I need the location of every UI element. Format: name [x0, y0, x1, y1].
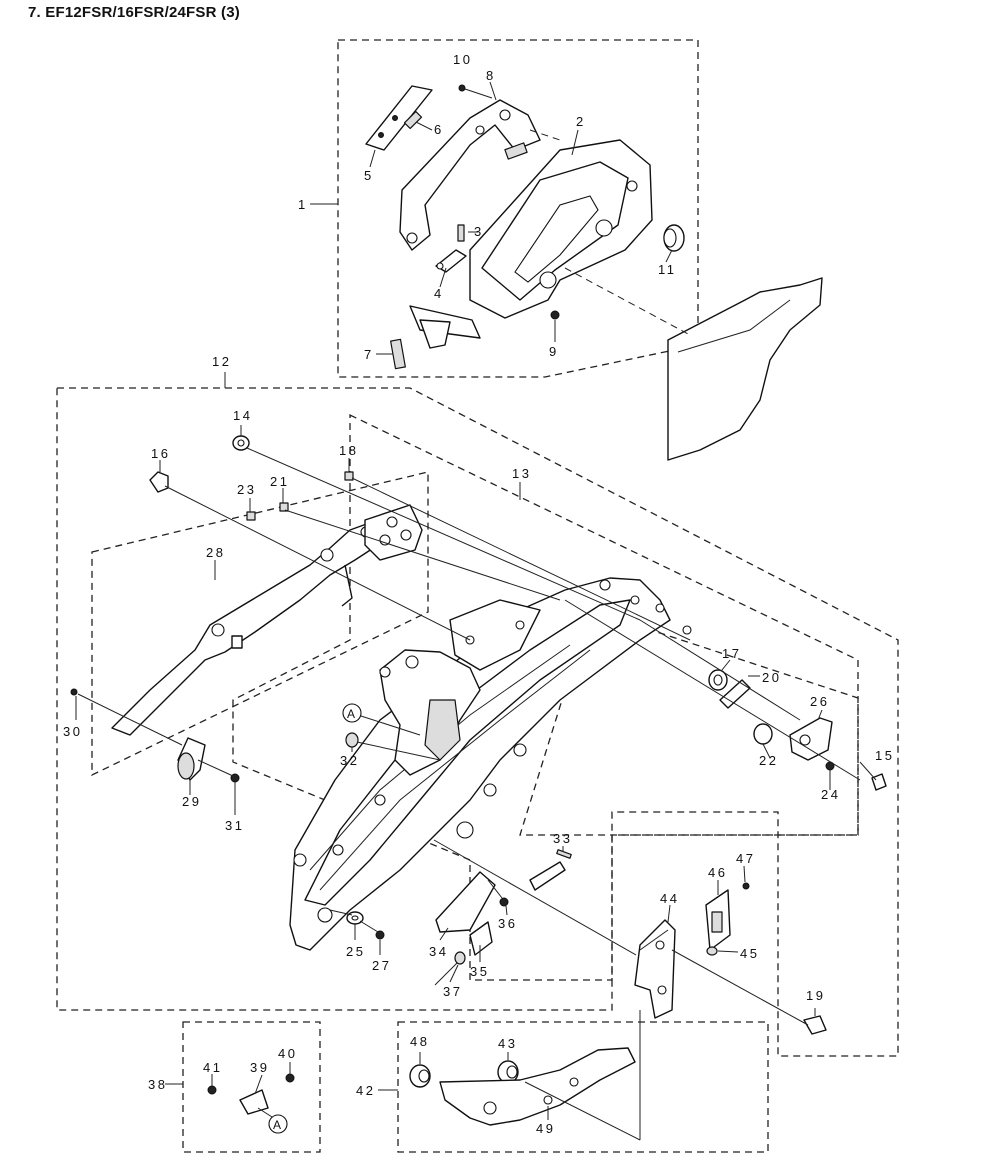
callout-44: 44 — [660, 891, 679, 906]
callout-17: 17 — [722, 646, 741, 661]
callout-45: 45 — [740, 946, 759, 961]
callout-4: 4 — [434, 286, 444, 301]
callout-5: 5 — [364, 168, 374, 183]
callout-26: 26 — [810, 694, 829, 709]
callout-15: 15 — [875, 748, 894, 763]
group-box-1 — [337, 39, 699, 378]
inner-frame-part — [399, 99, 541, 251]
callout-10: 10 — [453, 52, 472, 67]
callout-6: 6 — [434, 122, 444, 137]
group-box-13 — [232, 413, 859, 981]
callout-36: 36 — [498, 916, 517, 931]
callout-7: 7 — [364, 347, 374, 362]
callout-34: 34 — [429, 944, 448, 959]
group-box-12 — [56, 387, 899, 1057]
callout-43: 43 — [498, 1036, 517, 1051]
callout-37: 37 — [443, 984, 462, 999]
callout-32: 32 — [340, 753, 359, 768]
group-box-42 — [397, 1021, 769, 1153]
callout-30: 30 — [63, 724, 82, 739]
group-box-38 — [182, 1021, 321, 1153]
leader-lines — [75, 81, 877, 1141]
callout-31: 31 — [225, 818, 244, 833]
callout-48: 48 — [410, 1034, 429, 1049]
page-title: 7. EF12FSR/16FSR/24FSR (3) — [28, 4, 240, 21]
reference-marker-a-2: A — [257, 1107, 288, 1134]
callout-47: 47 — [736, 851, 755, 866]
knob-part — [177, 737, 206, 781]
callout-22: 22 — [759, 753, 778, 768]
callout-24: 24 — [821, 787, 840, 802]
callout-8: 8 — [486, 68, 496, 83]
svg-text:A: A — [347, 707, 355, 721]
callout-16: 16 — [151, 446, 170, 461]
callout-40: 40 — [278, 1046, 297, 1061]
clip-part — [365, 85, 433, 151]
reference-marker-a-1: A — [342, 703, 421, 736]
callout-39: 39 — [250, 1060, 269, 1075]
callout-46: 46 — [708, 865, 727, 880]
callout-12: 12 — [212, 354, 231, 369]
callout-25: 25 — [346, 944, 365, 959]
callout-35: 35 — [470, 964, 489, 979]
group-box-28 — [91, 471, 429, 777]
callout-42: 42 — [356, 1083, 375, 1098]
callout-23: 23 — [237, 482, 256, 497]
lever-arm-part — [111, 521, 379, 736]
side-cover-part — [469, 139, 653, 319]
callout-labels: 1 2 3 4 5 6 7 8 9 10 11 12 13 14 15 16 1… — [63, 52, 894, 1136]
svg-text:A: A — [273, 1118, 281, 1132]
callout-41: 41 — [203, 1060, 222, 1075]
side-plate-part — [667, 277, 823, 461]
callout-27: 27 — [372, 958, 391, 973]
callout-38: 38 — [148, 1077, 167, 1092]
callout-33: 33 — [553, 831, 572, 846]
callout-13: 13 — [512, 466, 531, 481]
callout-3: 3 — [474, 224, 484, 239]
callout-49: 49 — [536, 1121, 555, 1136]
main-frame-part — [289, 577, 692, 951]
callout-18: 18 — [339, 443, 358, 458]
callout-11: 11 — [658, 262, 677, 277]
callout-14: 14 — [233, 408, 252, 423]
callout-1: 1 — [298, 197, 308, 212]
fasteners-group — [70, 435, 887, 1126]
callout-19: 19 — [806, 988, 825, 1003]
callout-2: 2 — [576, 114, 586, 129]
callout-9: 9 — [549, 344, 559, 359]
callout-21: 21 — [270, 474, 289, 489]
small-parts-group-1 — [390, 84, 685, 370]
callout-28: 28 — [206, 545, 225, 560]
callout-29: 29 — [182, 794, 201, 809]
callout-20: 20 — [762, 670, 781, 685]
